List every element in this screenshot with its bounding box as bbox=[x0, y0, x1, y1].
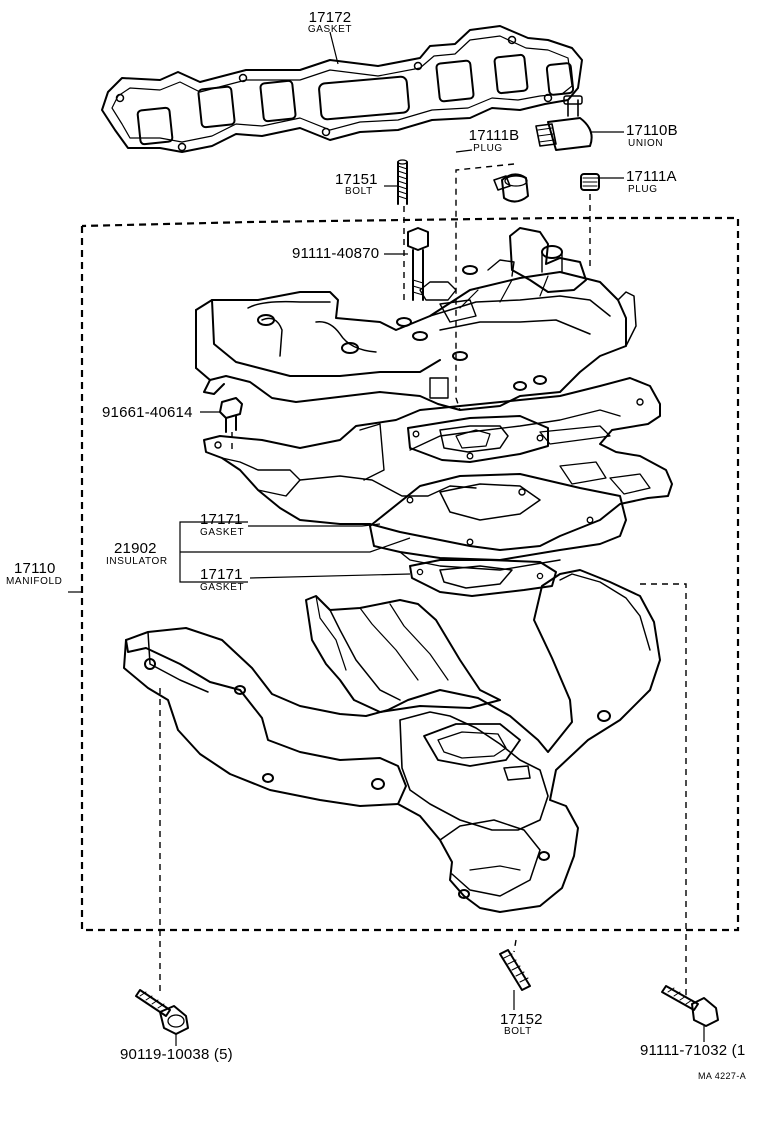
part-number-91111-71032: 91111-71032 (1 bbox=[640, 1042, 746, 1059]
part-number-91111-40870: 91111-40870 bbox=[292, 245, 380, 262]
exhaust-manifold-drawing bbox=[123, 569, 661, 913]
heat-shield-drawing bbox=[203, 377, 673, 551]
bolt-91111-71032-drawing bbox=[661, 985, 719, 1027]
part-number-17111b: 17111B bbox=[468, 127, 520, 144]
part-number-21902: 21902 bbox=[114, 540, 157, 557]
part-name-manifold-17110: MANIFOLD bbox=[6, 576, 63, 587]
part-name-union-17110b: UNION bbox=[628, 138, 664, 149]
part-number-17110b: 17110B bbox=[626, 122, 678, 139]
part-number-17151: 17151 bbox=[335, 171, 378, 188]
figure-code: MA 4227-A bbox=[698, 1071, 747, 1081]
stud-17152-drawing bbox=[499, 949, 531, 991]
bolt-91111-40870-drawing bbox=[407, 227, 429, 301]
part-name-gasket-17172: GASKET bbox=[307, 24, 353, 35]
part-number-91661-40614: 91661-40614 bbox=[102, 404, 193, 421]
part-number-17171-lower: 17171 bbox=[200, 566, 243, 583]
leader-lines bbox=[68, 31, 705, 1046]
part-number-17172: 17172 bbox=[308, 9, 352, 26]
gasket-17171-lower-drawing bbox=[409, 559, 557, 597]
part-number-90119-10038: 90119-10038 (5) bbox=[120, 1046, 233, 1063]
part-name-bolt-17152: BOLT bbox=[504, 1026, 532, 1037]
part-name-plug-17111b: PLUG bbox=[473, 143, 503, 154]
part-name-bolt-17151: BOLT bbox=[345, 186, 373, 197]
insulator-21902-drawing bbox=[369, 473, 627, 571]
plug-17111a-drawing bbox=[580, 173, 600, 191]
part-number-17111a: 17111A bbox=[626, 168, 677, 185]
part-name-insulator-21902: INSULATOR bbox=[106, 556, 168, 567]
gasket-17172-drawing bbox=[101, 25, 583, 153]
part-name-gasket-17171-lower: GASKET bbox=[200, 582, 245, 593]
union-17110b-drawing bbox=[535, 95, 593, 151]
bolt-91661-40614-drawing bbox=[219, 397, 243, 433]
part-number-17152: 17152 bbox=[500, 1011, 543, 1028]
assembly-guide-lines bbox=[159, 163, 687, 1000]
part-name-gasket-17171-upper: GASKET bbox=[200, 527, 245, 538]
intake-manifold-drawing bbox=[195, 227, 637, 411]
stud-17151-drawing bbox=[397, 159, 408, 205]
assembly-boundary bbox=[80, 216, 740, 932]
part-number-17110: 17110 bbox=[14, 560, 56, 577]
bolt-90119-10038-drawing bbox=[135, 989, 189, 1035]
gasket-17171-upper-drawing bbox=[407, 415, 549, 463]
part-name-plug-17111a: PLUG bbox=[628, 184, 658, 195]
plug-17111b-drawing bbox=[493, 173, 529, 203]
part-number-17171-upper: 17171 bbox=[200, 511, 243, 528]
